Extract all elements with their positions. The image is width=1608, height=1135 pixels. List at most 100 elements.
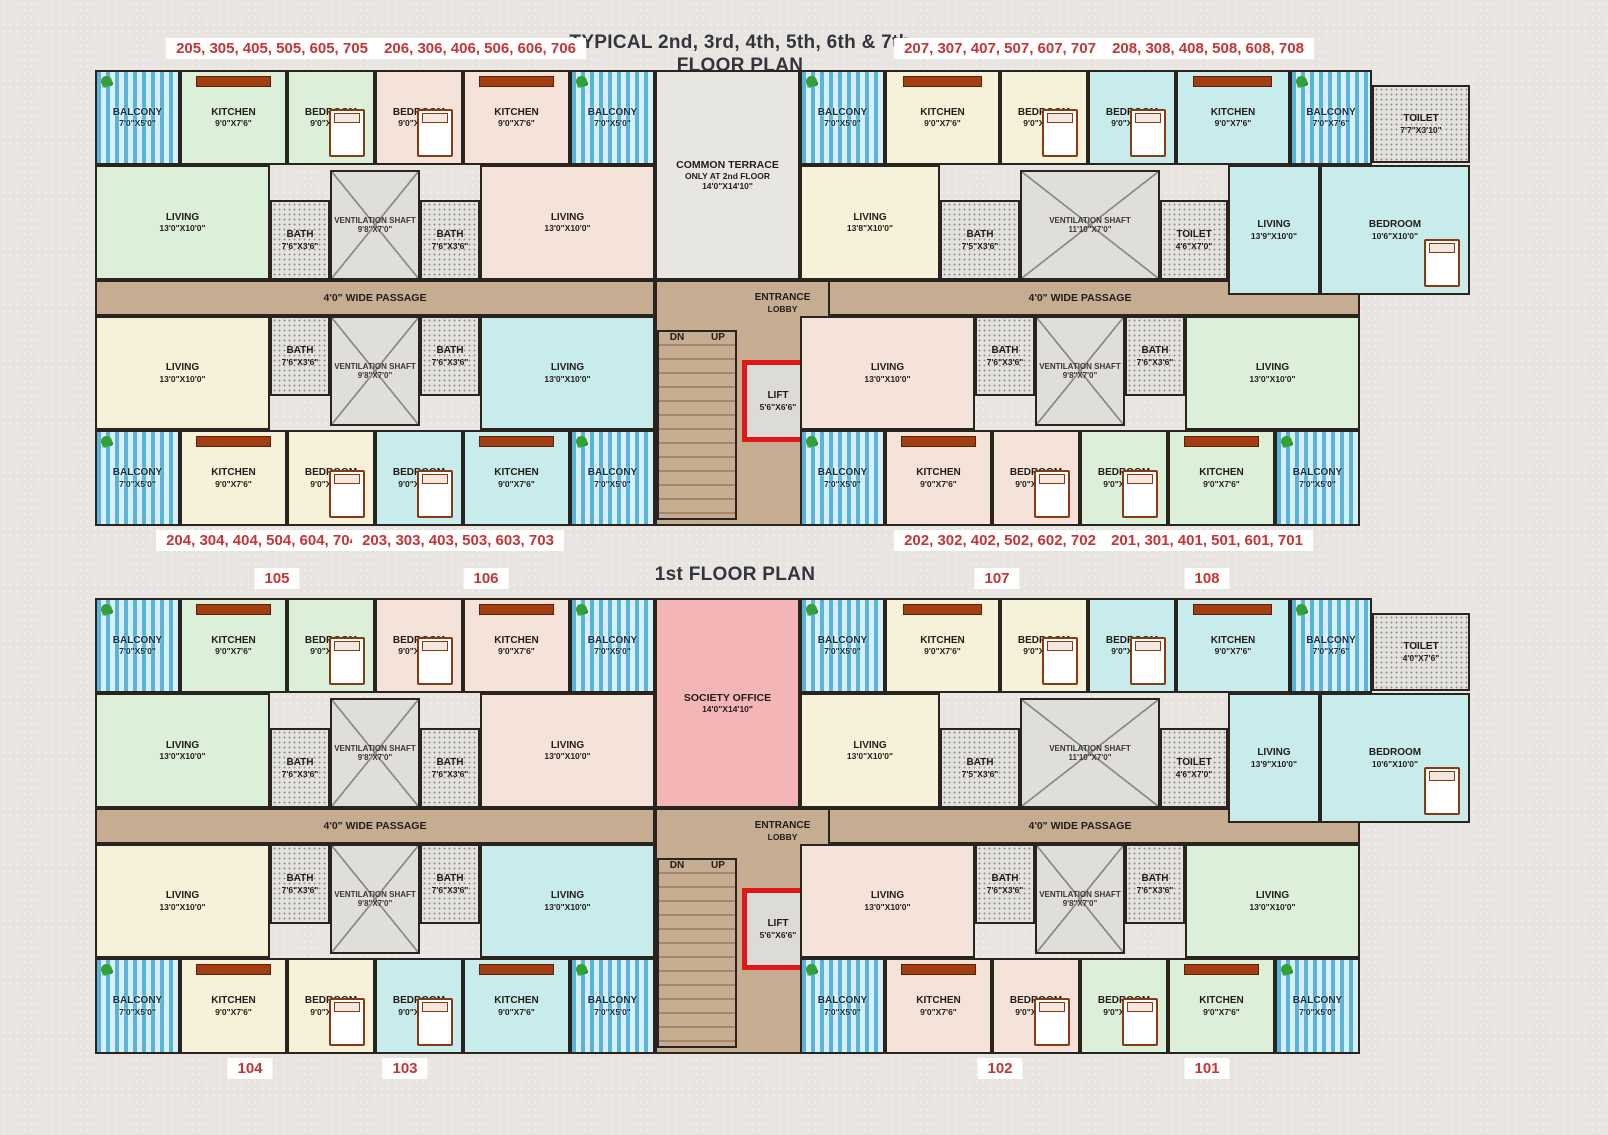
bed-icon — [417, 637, 453, 685]
plant-icon — [1281, 964, 1292, 975]
pillow-icon — [334, 1002, 360, 1012]
room-name: BALCONY — [112, 995, 163, 1007]
unit-202-bedroom: BEDROOM9'0"X10'3" — [992, 430, 1080, 526]
room-name: VENTILATION SHAFT — [1039, 361, 1121, 371]
kitchen-counter-icon — [902, 604, 983, 615]
kitchen-counter-icon — [479, 76, 554, 87]
passage-left: 4'0" WIDE PASSAGE — [95, 280, 655, 316]
unit-205-bedroom: BEDROOM9'0"X10'3" — [287, 70, 375, 165]
room-name: DN — [669, 860, 685, 872]
bed-icon — [329, 109, 365, 157]
staircase — [657, 858, 737, 1048]
room-dims: 10'6"X10'0" — [1371, 758, 1419, 769]
room-dims: 7'6"X3'6" — [1136, 884, 1174, 895]
room-name: LIVING — [165, 211, 200, 223]
bed-icon — [1034, 470, 1070, 518]
room-name: BALCONY — [817, 467, 868, 479]
room-dims: 7'0"X5'0" — [119, 118, 156, 129]
kitchen-counter-icon — [479, 436, 554, 447]
kitchen-counter-icon — [196, 964, 271, 975]
room-name: 4'0" WIDE PASSAGE — [1028, 819, 1132, 832]
room-label: UP — [700, 858, 736, 874]
room-name: BALCONY — [817, 106, 868, 118]
room-dims: 9'0"X7'6" — [1214, 646, 1252, 657]
unit-number-label: 203, 303, 403, 503, 603, 703 — [352, 530, 564, 551]
pillow-icon — [1039, 474, 1065, 484]
room-dims: 9'0"X7'6" — [924, 646, 961, 657]
bed-icon — [1034, 998, 1070, 1046]
room-label: 4'0" WIDE PASSAGE — [97, 282, 653, 314]
room-name: BATH — [436, 229, 464, 241]
room-dims: 7'0"X5'0" — [119, 1006, 156, 1017]
room-name: BATH — [966, 229, 994, 241]
room-dims: 13'0"X10'0" — [544, 373, 591, 384]
room-name: BALCONY — [587, 106, 638, 118]
room-dims: 9'0"X7'6" — [498, 646, 535, 657]
pillow-icon — [1127, 1002, 1153, 1012]
room-dims: 7'6"X3'6" — [431, 240, 469, 251]
unit-number-label: 104 — [227, 1058, 273, 1079]
room-name: BALCONY — [1292, 467, 1343, 479]
room-dims: 11'10"X7'0" — [1068, 224, 1112, 234]
room-dims: 13'9"X10'0" — [1250, 230, 1298, 241]
bed-icon — [329, 998, 365, 1046]
plant-icon — [806, 436, 817, 447]
kitchen-counter-icon — [901, 964, 976, 975]
passage-left: 4'0" WIDE PASSAGE — [95, 808, 655, 844]
room-name: COMMON TERRACE — [676, 158, 779, 171]
room-dims: 7'0"X5'0" — [594, 118, 631, 129]
plan-title-line-1: 1st FLOOR PLAN — [654, 564, 816, 585]
room-label: DN — [659, 858, 695, 874]
room-name: BATH — [966, 757, 994, 769]
room-name: KITCHEN — [1210, 634, 1256, 646]
room-name: LIVING — [1255, 362, 1290, 374]
bed-icon — [1130, 637, 1166, 685]
room-name: BALCONY — [817, 995, 868, 1007]
room-dims: 9'0"X7'6" — [215, 478, 252, 489]
room-name: BATH — [286, 229, 314, 241]
room-dims: 9'0"X7'6" — [1214, 118, 1252, 129]
pillow-icon — [1047, 113, 1073, 123]
room-dims: 13'9"X10'0" — [1250, 758, 1298, 769]
unit-208-bedroom-1: BEDROOM9'0"X10'3" — [1088, 70, 1176, 165]
room-dims: 5'6"X6'6" — [759, 401, 797, 412]
room-dims: 7'0"X7'6" — [1312, 646, 1350, 657]
room-name: VENTILATION SHAFT — [1039, 889, 1121, 899]
kitchen-counter-icon — [1184, 436, 1259, 447]
room-name: LIVING — [550, 890, 585, 902]
unit-206-bedroom: BEDROOM9'0"X10'3" — [375, 70, 463, 165]
pillow-icon — [334, 113, 360, 123]
room-name: BALCONY — [112, 106, 163, 118]
room-name: SOCIETY OFFICE — [683, 691, 772, 704]
room-name: KITCHEN — [920, 634, 965, 646]
room-dims: 9'0"X7'6" — [1203, 1006, 1240, 1017]
bed-icon — [417, 998, 453, 1046]
